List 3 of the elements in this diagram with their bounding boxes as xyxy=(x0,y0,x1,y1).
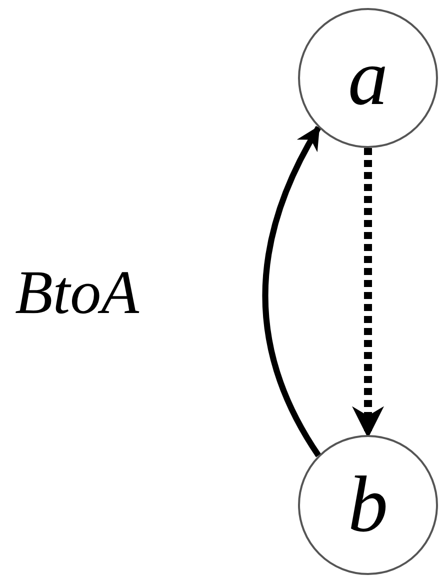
node-label: b xyxy=(348,465,388,545)
node-label: a xyxy=(348,38,388,118)
arrow xyxy=(262,125,322,458)
